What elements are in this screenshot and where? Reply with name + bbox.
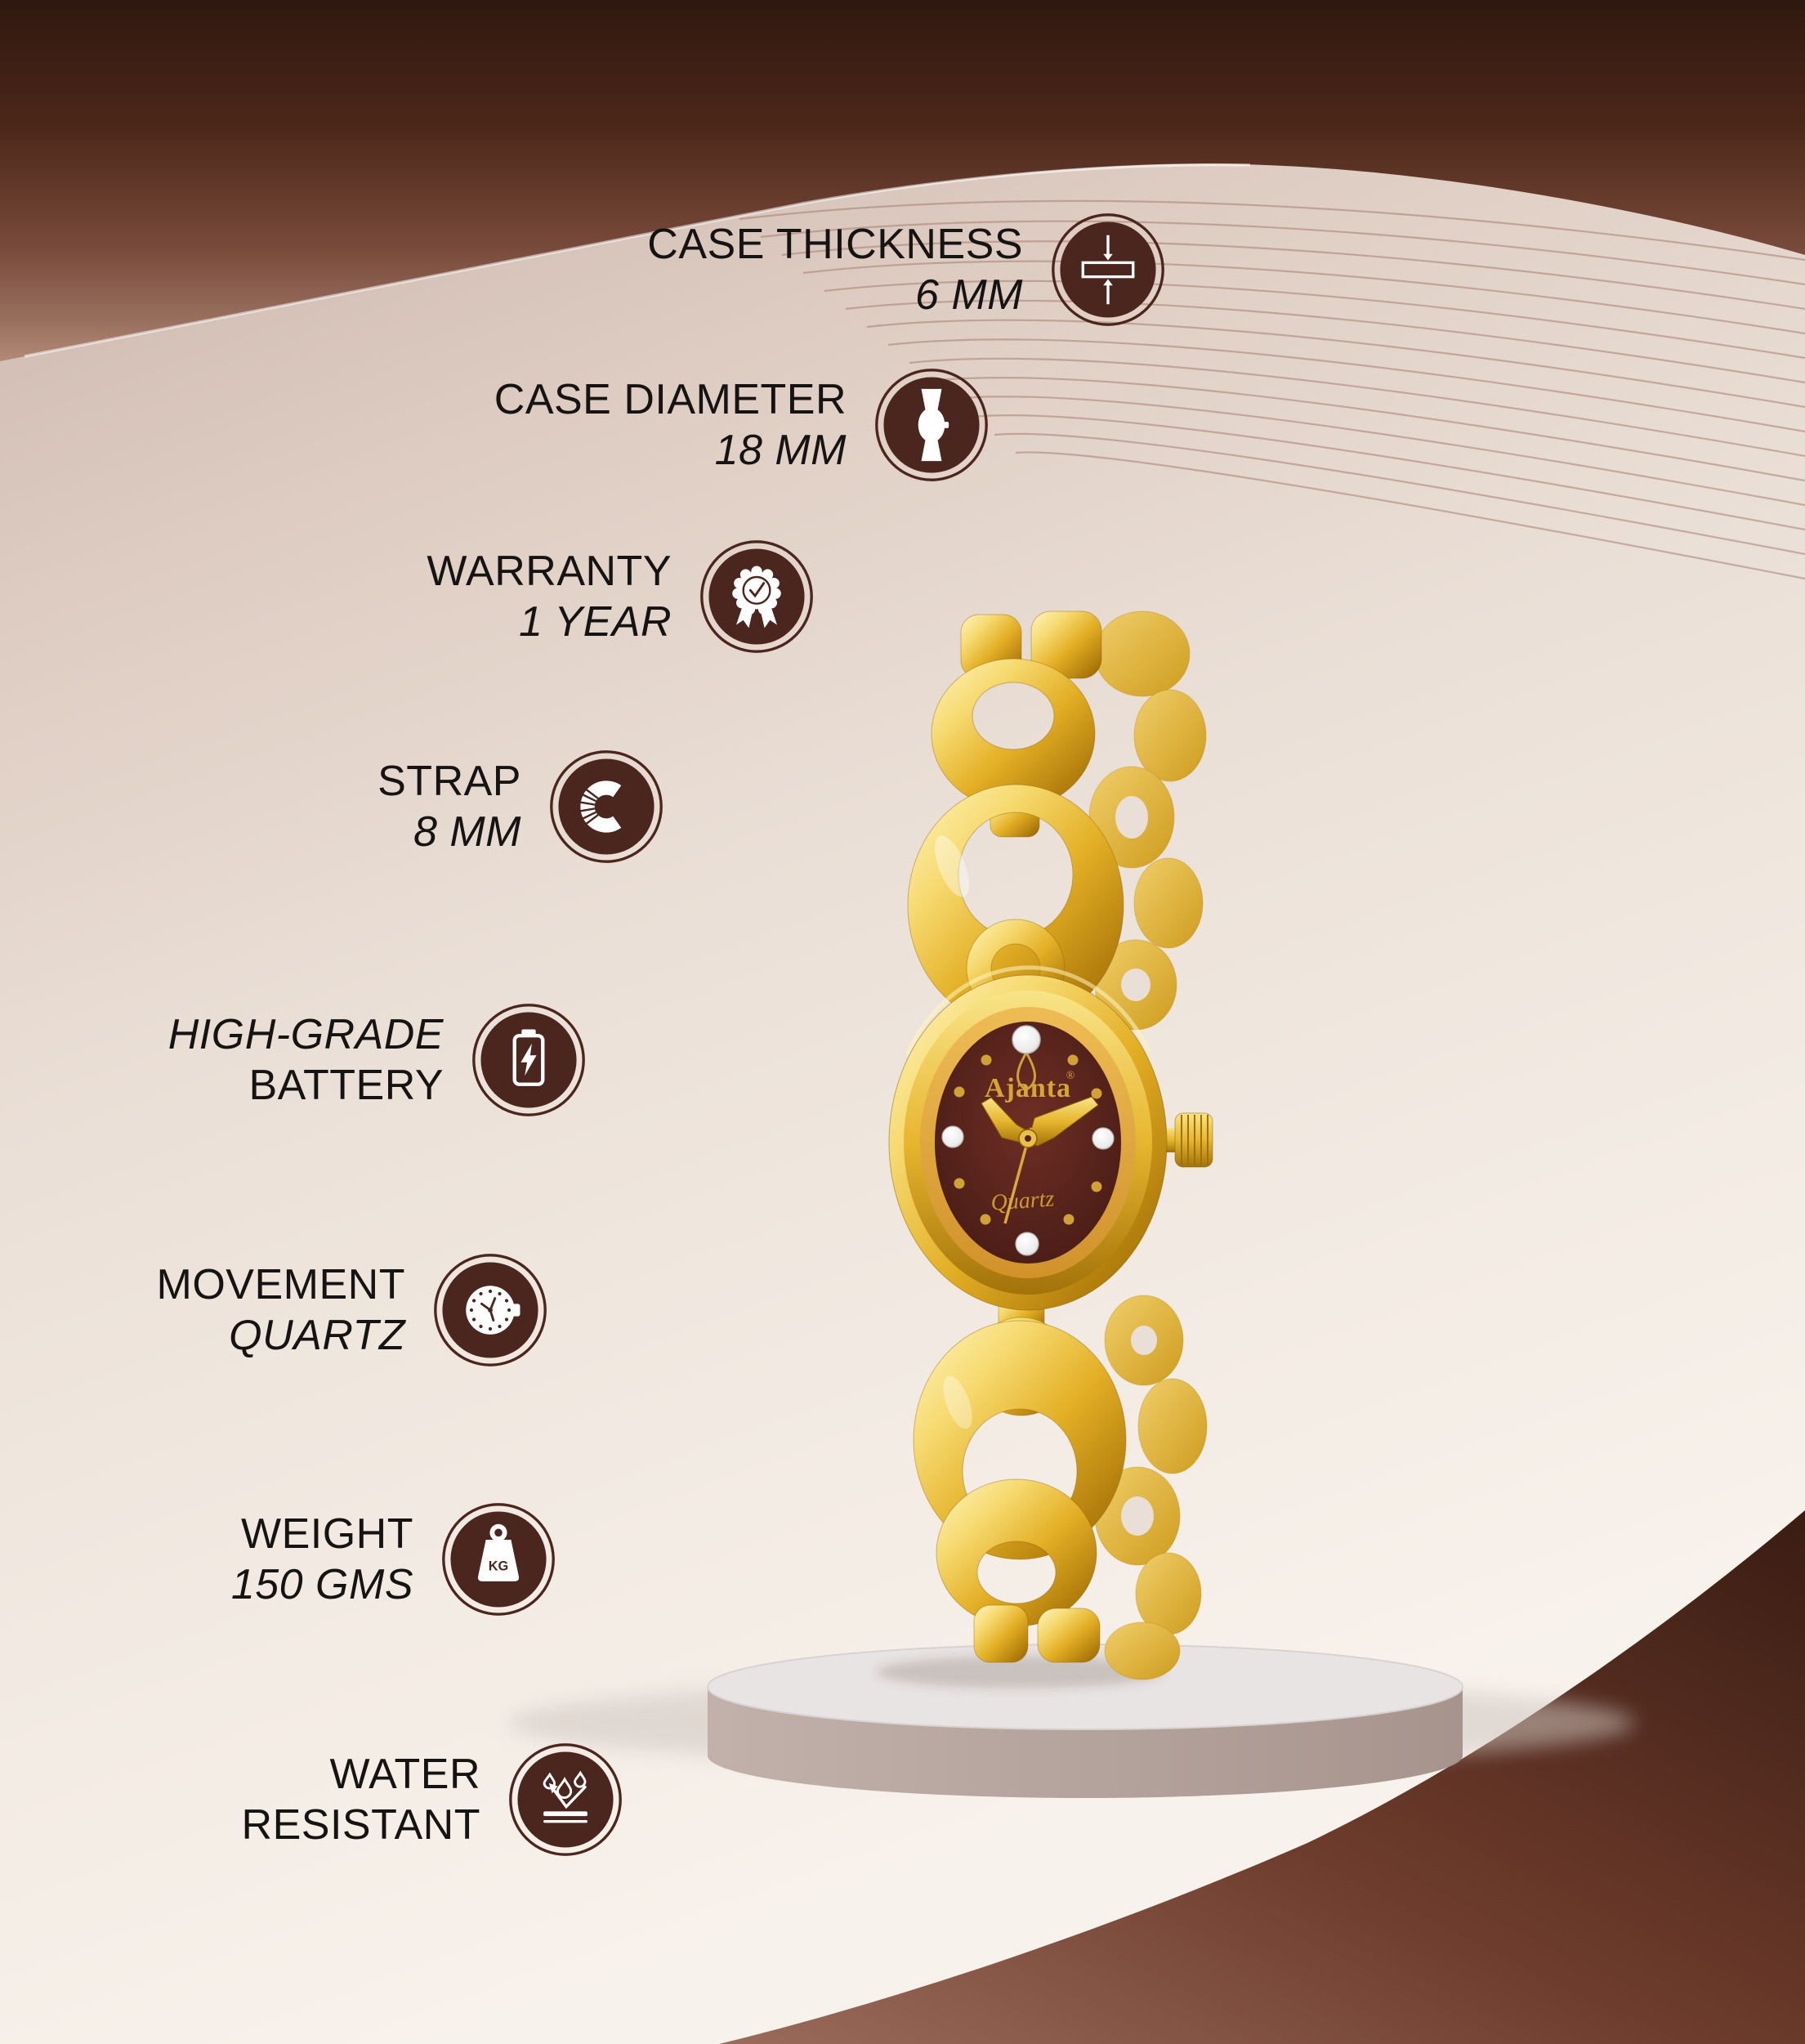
spec-row-water-resistant: WATER RESISTANT bbox=[242, 1741, 624, 1858]
spec-label: CASE DIAMETER bbox=[494, 376, 847, 423]
spec-value: RESISTANT bbox=[241, 1801, 480, 1849]
water-resistant-icon bbox=[507, 1741, 624, 1858]
spec-row-case-thickness: CASE THICKNESS 6 MM bbox=[647, 211, 1167, 329]
spec-label: WATER bbox=[329, 1751, 480, 1798]
top-brown-wave bbox=[0, 0, 1805, 361]
spec-row-strap: STRAP 8 MM bbox=[378, 748, 665, 865]
spec-value: QUARTZ bbox=[229, 1312, 405, 1359]
spec-label: WARRANTY bbox=[427, 548, 672, 595]
watch-crown bbox=[1164, 1112, 1213, 1168]
spec-label: WEIGHT bbox=[241, 1510, 413, 1558]
warranty-medal-icon bbox=[698, 538, 815, 655]
spec-label: CASE THICKNESS bbox=[647, 221, 1023, 268]
minute-hand bbox=[1027, 1096, 1099, 1147]
battery-icon bbox=[470, 1001, 588, 1119]
spec-value: 6 MM bbox=[915, 271, 1023, 319]
spec-label: MOVEMENT bbox=[156, 1261, 405, 1308]
spec-label: HIGH-GRADE bbox=[168, 1011, 444, 1058]
case-diameter-icon bbox=[873, 366, 990, 484]
spec-row-battery: HIGH-GRADE BATTERY bbox=[168, 1001, 588, 1119]
gold-watch: Ajanta ® Quartz bbox=[877, 611, 1213, 1688]
spec-row-weight: WEIGHT 150 GMS KG bbox=[231, 1501, 557, 1618]
watch-bracelet-bottom bbox=[913, 1293, 1127, 1663]
spec-row-warranty: WARRANTY 1 YEAR bbox=[427, 538, 815, 655]
watch-brand-text: Ajanta bbox=[985, 1073, 1071, 1103]
watch-hands bbox=[981, 1096, 1099, 1224]
weight-kg-icon: KG bbox=[440, 1501, 557, 1618]
spec-value: BATTERY bbox=[248, 1062, 444, 1109]
dial-quartz-text: Quartz bbox=[990, 1186, 1056, 1215]
spec-value: 150 GMS bbox=[230, 1561, 413, 1608]
weight-icon-kg-text: KG bbox=[489, 1559, 508, 1573]
strap-icon bbox=[547, 748, 665, 865]
movement-icon bbox=[431, 1251, 549, 1369]
spec-row-movement: MOVEMENT QUARTZ bbox=[157, 1251, 549, 1369]
spec-value: 1 YEAR bbox=[518, 598, 672, 646]
bottom-brown-wave bbox=[719, 1510, 1805, 2044]
dial-markers bbox=[941, 1025, 1115, 1256]
spec-label: STRAP bbox=[378, 758, 521, 805]
watch-shadow bbox=[877, 1656, 1163, 1688]
spec-value: 8 MM bbox=[413, 808, 521, 856]
bracelet-back-holes bbox=[1115, 796, 1157, 1536]
spec-row-case-diameter: CASE DIAMETER 18 MM bbox=[494, 366, 990, 484]
display-platform bbox=[507, 1644, 1634, 1798]
registered-mark: ® bbox=[1066, 1070, 1075, 1082]
contour-lines bbox=[739, 199, 1805, 580]
case-thickness-icon bbox=[1049, 211, 1167, 329]
spec-value: 18 MM bbox=[714, 427, 847, 474]
